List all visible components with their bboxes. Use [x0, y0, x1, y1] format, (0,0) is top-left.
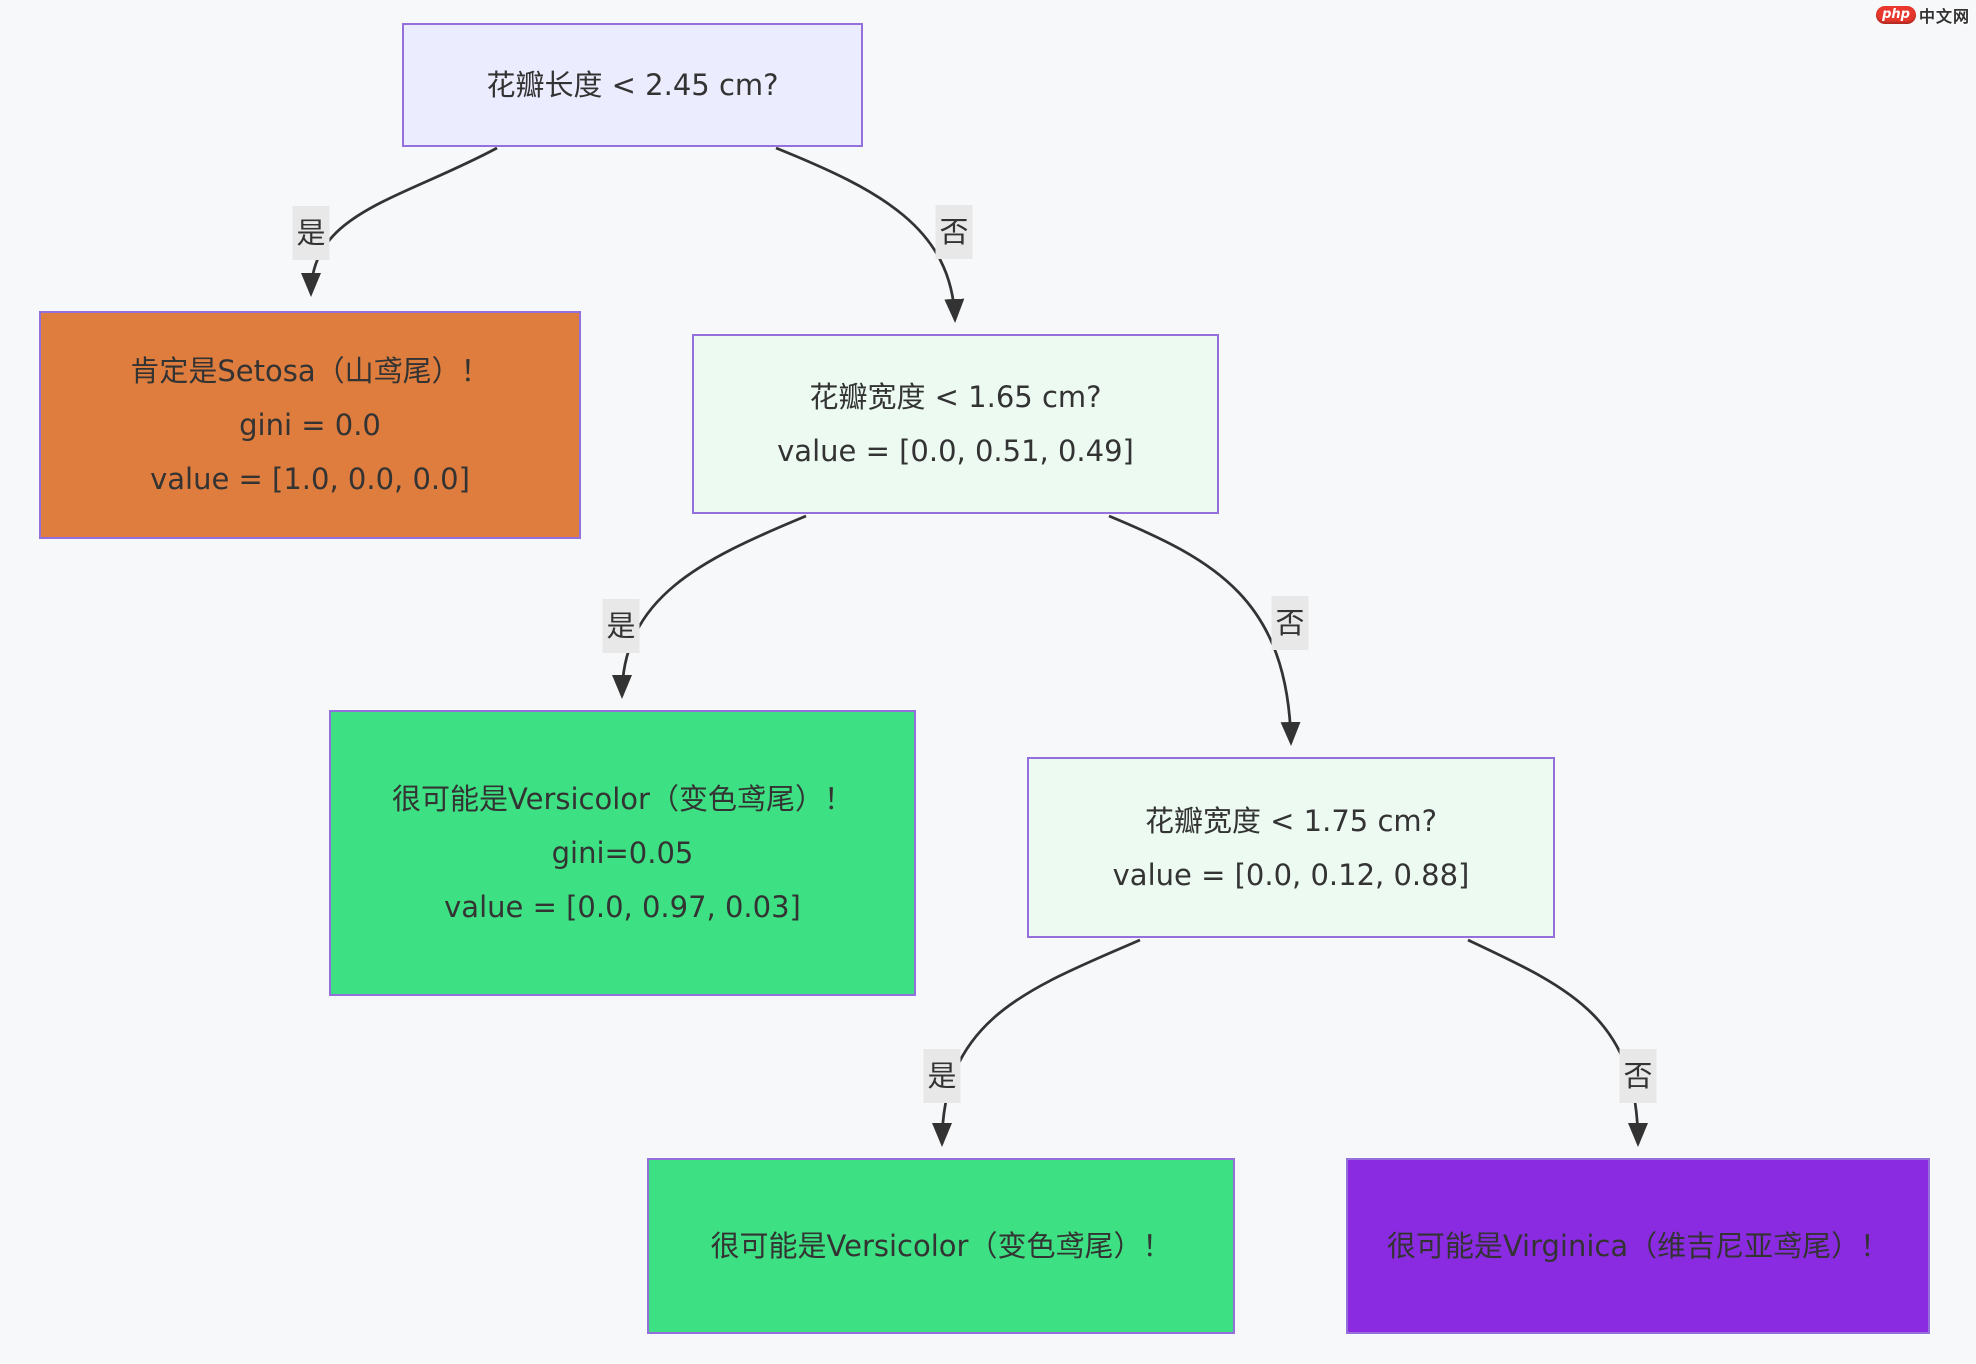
node-root-question: 花瓣长度 < 2.45 cm? [402, 23, 863, 147]
node-text: 肯定是Setosa（山鸢尾）！ [130, 354, 490, 388]
node-text: 很可能是Versicolor（变色鸢尾）！ [392, 782, 853, 816]
node-text: 很可能是Versicolor（变色鸢尾）！ [710, 1229, 1172, 1263]
node-text: 花瓣宽度 < 1.65 cm? [809, 380, 1102, 414]
edge-root-q2 [775, 146, 965, 323]
php-logo-icon: php [1876, 6, 1916, 24]
edge-q2-versi1 [612, 514, 807, 699]
node-leaf-setosa: 肯定是Setosa（山鸢尾）！ gini = 0.0 value = [1.0,… [39, 311, 581, 539]
node-question-petal-width-175: 花瓣宽度 < 1.75 cm? value = [0.0, 0.12, 0.88… [1027, 757, 1555, 938]
edge-label-no: 否 [1619, 1049, 1657, 1103]
node-text: 很可能是Virginica（维吉尼亚鸢尾）！ [1386, 1229, 1890, 1263]
edge-q2-q3 [1108, 514, 1301, 746]
node-question-petal-width-165: 花瓣宽度 < 1.65 cm? value = [0.0, 0.51, 0.49… [692, 334, 1219, 514]
edge-label-yes: 是 [292, 206, 330, 260]
node-text: 花瓣宽度 < 1.75 cm? [1144, 803, 1438, 838]
node-gini: gini=0.05 [551, 836, 694, 870]
edge-q3-virginica [1467, 938, 1648, 1147]
node-value: value = [0.0, 0.51, 0.49] [777, 434, 1134, 468]
edge-label-no: 否 [935, 205, 973, 259]
node-leaf-virginica: 很可能是Virginica（维吉尼亚鸢尾）！ [1346, 1158, 1930, 1334]
edge-root-setosa [301, 146, 498, 297]
node-value: value = [0.0, 0.12, 0.88] [1112, 857, 1470, 892]
node-value: value = [0.0, 0.97, 0.03] [444, 890, 801, 924]
edge-label-no: 否 [1271, 596, 1309, 650]
php-cn-logo[interactable]: php 中文网 [1876, 3, 1970, 27]
node-text: 花瓣长度 < 2.45 cm? [486, 68, 779, 102]
node-value: value = [1.0, 0.0, 0.0] [150, 462, 470, 496]
node-leaf-versicolor-1: 很可能是Versicolor（变色鸢尾）！ gini=0.05 value = … [329, 710, 916, 996]
edge-label-yes: 是 [602, 599, 640, 653]
edge-q3-versi2 [932, 938, 1141, 1147]
node-leaf-versicolor-2: 很可能是Versicolor（变色鸢尾）！ [647, 1158, 1235, 1334]
php-logo-text: 中文网 [1918, 7, 1970, 26]
edge-label-yes: 是 [923, 1049, 961, 1103]
node-gini: gini = 0.0 [239, 408, 381, 442]
